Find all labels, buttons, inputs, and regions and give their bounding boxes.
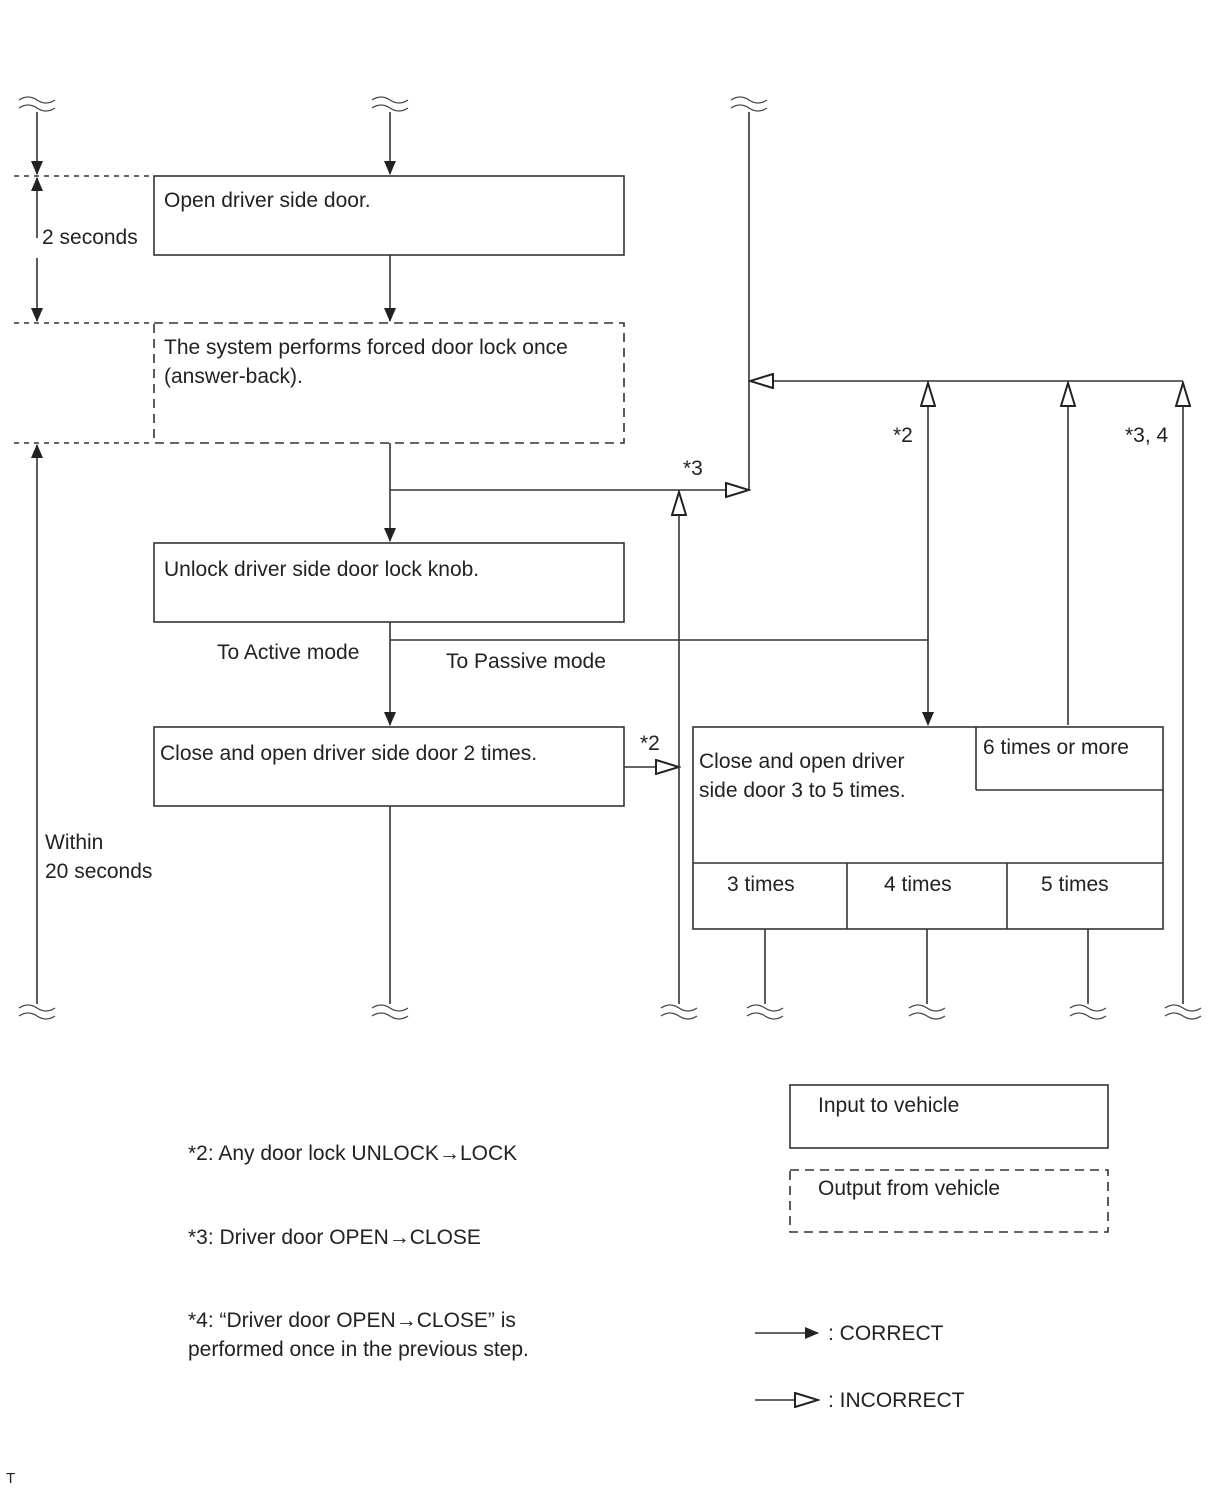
label-passive-mode: To Passive mode: [446, 650, 606, 673]
step-unlock-knob-text: Unlock driver side door lock knob.: [164, 558, 480, 581]
label-mark-3-4: *3, 4: [1125, 424, 1169, 447]
box-unlock-knob: [153, 542, 625, 623]
box-open-door: [153, 175, 625, 256]
step-six-or-more-text: 6 times or more: [983, 736, 1129, 759]
legend-incorrect-text: : INCORRECT: [828, 1389, 965, 1412]
note-2: *2: Any door lock UNLOCK→LOCK: [188, 1142, 518, 1165]
box-close-open-3-5: [692, 726, 1164, 930]
label-mark-2-right: *2: [893, 424, 913, 447]
step-forced-lock-text: The system performs forced door lock onc…: [164, 336, 568, 388]
step-close-open-2-text: Close and open driver side door 2 times.: [160, 742, 538, 765]
legend-output-text: Output from vehicle: [818, 1177, 1001, 1200]
corner-mark: T: [6, 1470, 16, 1487]
label-two-seconds: 2 seconds: [42, 226, 138, 249]
legend-output-box: [789, 1169, 1109, 1233]
step-three-times-text: 3 times: [727, 873, 795, 896]
legend-correct-text: : CORRECT: [828, 1322, 944, 1345]
step-close-open-3-5-text: Close and open driver side door 3 to 5 t…: [699, 750, 906, 802]
step-open-door-text: Open driver side door.: [164, 189, 371, 212]
step-four-times-text: 4 times: [884, 873, 952, 896]
box-forced-lock: [153, 322, 625, 444]
legend-input-text: Input to vehicle: [818, 1094, 960, 1117]
legend-input-box: [789, 1084, 1109, 1149]
note-4: *4: “Driver door OPEN→CLOSE” is performe…: [188, 1309, 529, 1361]
note-3: *3: Driver door OPEN→CLOSE: [188, 1226, 481, 1249]
label-within-20-seconds: Within 20 seconds: [45, 831, 153, 883]
label-active-mode: To Active mode: [217, 641, 360, 664]
label-mark-3: *3: [683, 457, 703, 480]
step-five-times-text: 5 times: [1041, 873, 1109, 896]
label-mark-2-mid: *2: [640, 732, 660, 755]
